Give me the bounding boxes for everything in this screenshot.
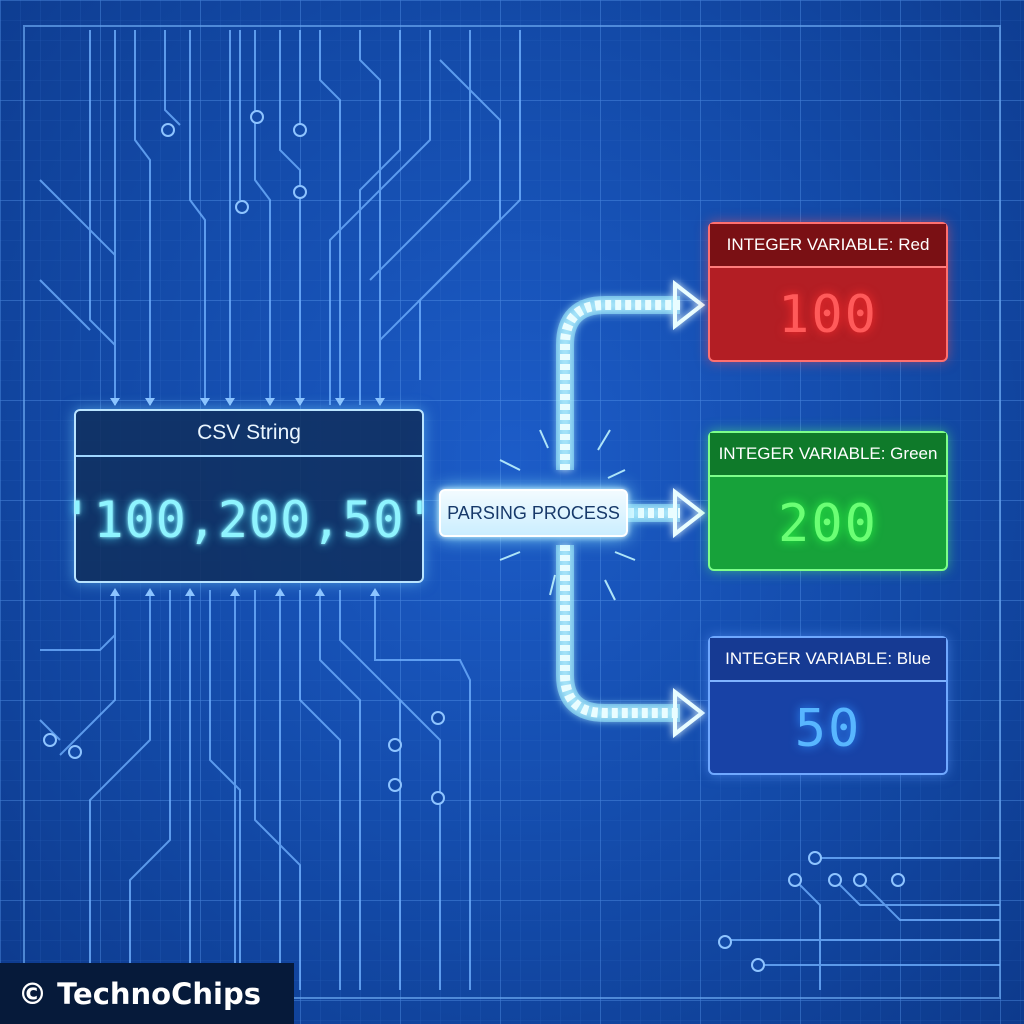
csv-string-header: CSV String bbox=[76, 411, 422, 457]
red-variable-value: 100 bbox=[778, 285, 878, 345]
green-variable-header: INTEGER VARIABLE: Green bbox=[710, 433, 946, 477]
border-frame bbox=[23, 25, 1001, 999]
blue-variable-box: INTEGER VARIABLE: Blue 50 bbox=[708, 636, 948, 775]
csv-string-box: CSV String '100,200,50' bbox=[62, 409, 436, 583]
copyright-credit: © TechnoChips bbox=[0, 963, 294, 1024]
circuit-pads bbox=[43, 110, 905, 972]
red-variable-header: INTEGER VARIABLE: Red bbox=[710, 224, 946, 268]
circuit-traces-bottom bbox=[39, 590, 471, 990]
pipe-to-blue bbox=[556, 545, 706, 739]
pipe-to-green bbox=[628, 487, 706, 539]
circuit-traces-top bbox=[39, 30, 521, 405]
csv-string-value: '100,200,50' bbox=[62, 491, 436, 549]
blue-variable-header: INTEGER VARIABLE: Blue bbox=[710, 638, 946, 682]
circuit-traces-bottom-right bbox=[720, 857, 1000, 990]
parsing-process-label: PARSING PROCESS bbox=[439, 489, 628, 537]
red-variable-box: INTEGER VARIABLE: Red 100 bbox=[708, 222, 948, 362]
green-variable-box: INTEGER VARIABLE: Green 200 bbox=[708, 431, 948, 571]
pipe-to-red bbox=[556, 279, 706, 470]
blue-variable-value: 50 bbox=[794, 699, 862, 759]
input-arrows bbox=[110, 398, 385, 596]
green-variable-value: 200 bbox=[778, 494, 878, 554]
